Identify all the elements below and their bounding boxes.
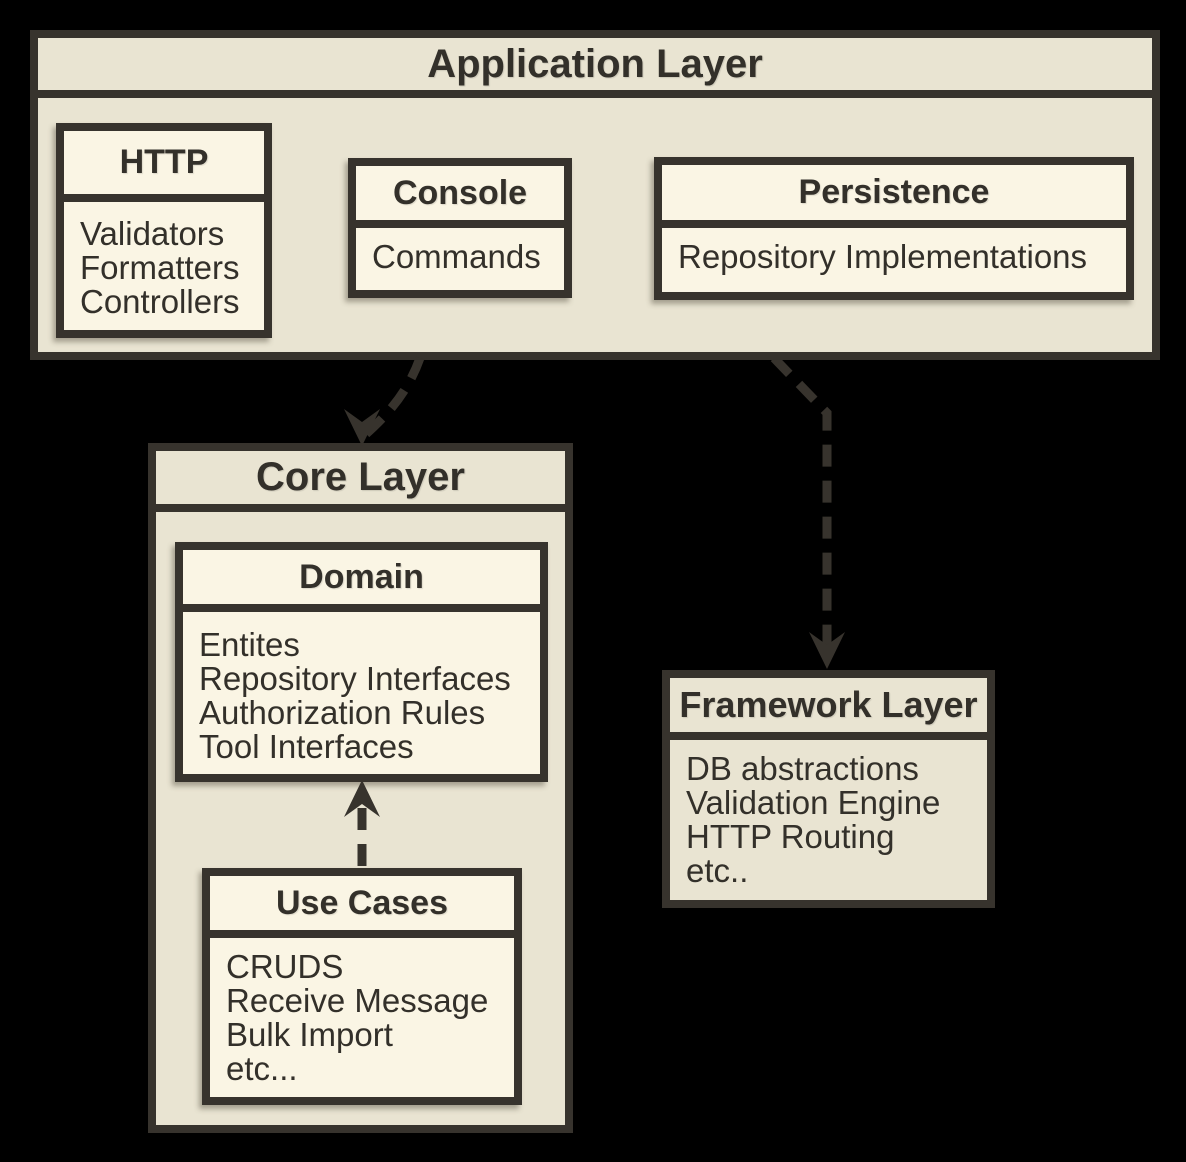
use-cases-box-items: CRUDS Receive Message Bulk Import etc... — [210, 938, 514, 1086]
domain-box-title: Domain — [183, 550, 540, 612]
persistence-box: Persistence Repository Implementations — [654, 157, 1134, 300]
core-layer-title: Core Layer — [156, 451, 565, 512]
persistence-box-items: Repository Implementations — [662, 228, 1126, 274]
list-item: Formatters — [80, 249, 240, 286]
use-cases-box-title: Use Cases — [210, 876, 514, 938]
list-item: Receive Message — [226, 982, 489, 1019]
list-item: etc... — [226, 1050, 298, 1087]
arrow-application-to-framework — [770, 354, 845, 669]
framework-layer-box: Framework Layer DB abstractions Validati… — [662, 670, 995, 908]
use-cases-box: Use Cases CRUDS Receive Message Bulk Imp… — [202, 868, 522, 1105]
framework-layer-title: Framework Layer — [670, 678, 987, 740]
application-layer-box: Application Layer HTTP Validators Format… — [30, 30, 1160, 360]
list-item: Repository Interfaces — [199, 660, 511, 697]
list-item: Validation Engine — [686, 784, 941, 821]
list-item: Commands — [372, 238, 541, 275]
console-box-title: Console — [356, 166, 564, 228]
list-item: Entites — [199, 626, 300, 663]
list-item: Bulk Import — [226, 1016, 393, 1053]
console-box-items: Commands — [356, 228, 564, 274]
list-item: DB abstractions — [686, 750, 919, 787]
application-layer-title: Application Layer — [38, 38, 1152, 98]
http-box-title: HTTP — [64, 131, 264, 202]
list-item: Repository Implementations — [678, 238, 1088, 275]
domain-box-items: Entites Repository Interfaces Authorizat… — [183, 612, 540, 764]
list-item: HTTP Routing — [686, 818, 895, 855]
list-item: Controllers — [80, 283, 240, 320]
list-item: Validators — [80, 215, 225, 252]
arrow-application-to-core — [344, 356, 425, 446]
list-item: CRUDS — [226, 948, 344, 985]
http-box: HTTP Validators Formatters Controllers — [56, 123, 272, 338]
list-item: Authorization Rules — [199, 694, 486, 731]
http-box-items: Validators Formatters Controllers — [64, 202, 264, 319]
list-item: etc.. — [686, 852, 749, 889]
persistence-box-title: Persistence — [662, 165, 1126, 228]
domain-box: Domain Entites Repository Interfaces Aut… — [175, 542, 548, 782]
list-item: Tool Interfaces — [199, 728, 414, 765]
framework-layer-items: DB abstractions Validation Engine HTTP R… — [670, 740, 987, 888]
core-layer-box: Core Layer Domain Entites Repository Int… — [148, 443, 573, 1133]
console-box: Console Commands — [348, 158, 572, 298]
